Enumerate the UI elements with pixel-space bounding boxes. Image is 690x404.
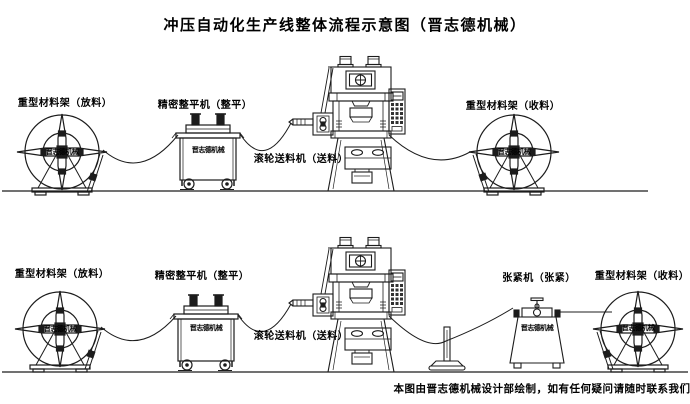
footer-note: 本图由晋志德机械设计部绘制，如有任何疑问请随时联系我们 bbox=[393, 384, 690, 395]
label-row2-uncoiler: 重型材料架（放料） bbox=[14, 269, 110, 280]
label-row1-leveler: 精密整平机（整平） bbox=[157, 100, 253, 111]
label-row2-feeder: 滚轮送料机（送料） bbox=[253, 331, 349, 342]
brand-mark-recoiler-row1: 晋志德机械 bbox=[497, 148, 531, 156]
brand-mark-uncoiler-row1: 晋志德机械 bbox=[45, 148, 79, 156]
strip-curves-row1 bbox=[102, 122, 471, 164]
brand-mark-recoiler-row2: 晋志德机械 bbox=[621, 324, 655, 332]
brand-mark-leveler-row2: 晋志德机械 bbox=[189, 324, 223, 332]
label-row1-uncoiler: 重型材料架（放料） bbox=[17, 98, 113, 109]
brand-mark-tensioner-row2: 晋志德机械 bbox=[520, 324, 554, 332]
label-row1-feeder: 滚轮送料机（送料） bbox=[253, 154, 349, 165]
strip-curves-row2 bbox=[100, 303, 612, 345]
diagram-title: 冲压自动化生产线整体流程示意图（晋志德机械） bbox=[163, 18, 527, 34]
press-feeder-drawing-row1 bbox=[288, 55, 406, 192]
label-row2-recoiler: 重型材料架（收料） bbox=[594, 271, 690, 282]
brand-mark-uncoiler-row2: 晋志德机械 bbox=[43, 325, 77, 333]
label-row1-recoiler: 重型材料架（收料） bbox=[465, 101, 561, 112]
tensioner-drawing-row2 bbox=[509, 297, 565, 369]
label-row2-tensioner: 张紧机（张紧） bbox=[502, 273, 576, 284]
label-row2-leveler: 精密整平机（整平） bbox=[154, 271, 250, 282]
press-feeder-drawing-row2 bbox=[288, 236, 406, 373]
brand-mark-leveler-row1: 晋志德机械 bbox=[191, 146, 225, 154]
support-stand-drawing-row2 bbox=[428, 326, 466, 371]
